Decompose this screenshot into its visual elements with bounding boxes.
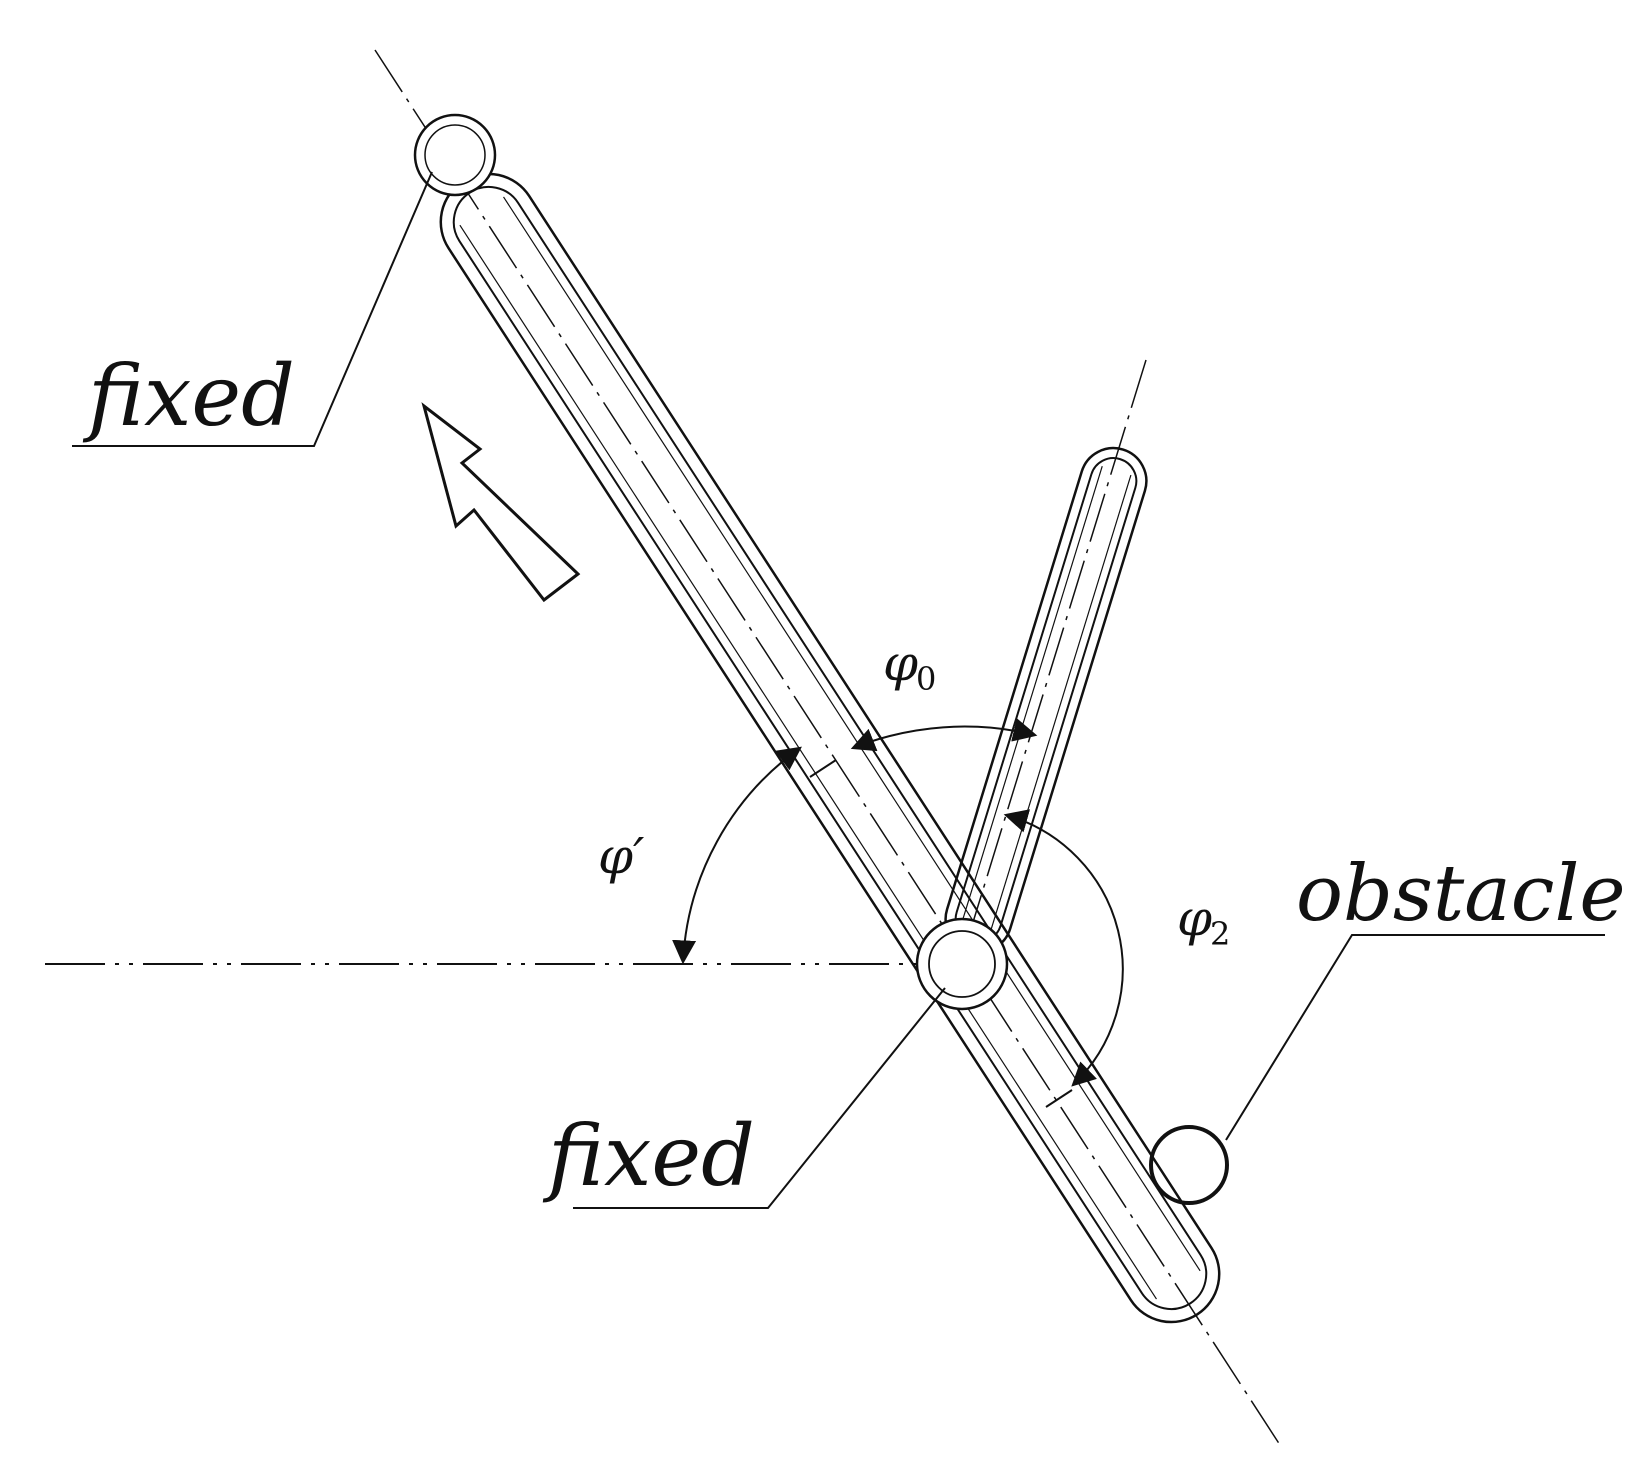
extension-line-long-upper [809, 759, 837, 778]
extension-line-long-lower [1045, 1089, 1073, 1108]
label-obstacle: obstacle [1296, 849, 1626, 939]
motion-arrow-icon [421, 402, 581, 603]
long-link-centerline [374, 49, 1281, 1446]
label-fixed-top: fixed [82, 347, 295, 445]
angle-arc-phi2 [1003, 809, 1124, 1087]
short-link [944, 446, 1148, 954]
obstacle-circle [1149, 1125, 1229, 1205]
label-phi2: φ 2 [1177, 889, 1230, 953]
angle-arc-phi-prime [672, 746, 802, 965]
label-phi0-symbol: φ [883, 634, 918, 692]
label-fixed-center: fixed [542, 1107, 755, 1205]
label-phi-prime: φ′ [598, 827, 645, 885]
center-fixed-pivot [915, 917, 1009, 1011]
angle-arc-phi0 [850, 718, 1038, 752]
label-phi2-subscript: 2 [1210, 915, 1230, 953]
leader-top-fixed [72, 171, 433, 447]
leader-obstacle [1225, 934, 1605, 1141]
short-link-centerline [961, 359, 1147, 959]
label-phi2-symbol: φ [1177, 889, 1212, 947]
leader-center-fixed [573, 987, 946, 1209]
top-fixed-pin [413, 113, 497, 197]
label-phi0: φ 0 [883, 634, 936, 698]
long-link [439, 172, 1221, 1324]
label-phi0-subscript: 0 [916, 660, 936, 698]
